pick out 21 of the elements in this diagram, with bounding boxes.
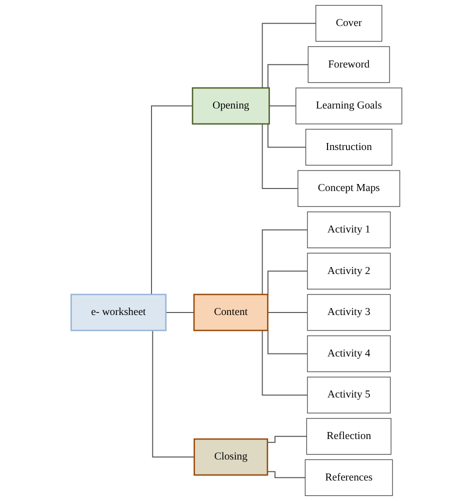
connector [267, 312, 308, 313]
node-box: Cover [316, 5, 382, 42]
connector [268, 105, 296, 106]
node-box: Instruction [305, 128, 392, 166]
node-box: Activity 2 [307, 252, 391, 290]
connector [266, 471, 306, 478]
node-box: Activity 3 [307, 294, 391, 331]
node-box: Learning Goals [296, 88, 402, 124]
node-box: Reflection [306, 418, 392, 455]
node-box: Opening [192, 87, 270, 125]
node-box: Closing [194, 438, 268, 476]
node-box: Foreword [308, 46, 390, 83]
node-box: Activity 1 [307, 212, 391, 248]
node-box: Concept Maps [298, 170, 400, 207]
node-box: e- worksheet [70, 294, 167, 332]
node-box: Content [193, 294, 268, 332]
connector [165, 312, 194, 313]
node-box: References [304, 459, 393, 496]
node-box: Activity 4 [307, 335, 391, 372]
node-box: Activity 5 [307, 376, 391, 414]
connector [266, 436, 308, 443]
